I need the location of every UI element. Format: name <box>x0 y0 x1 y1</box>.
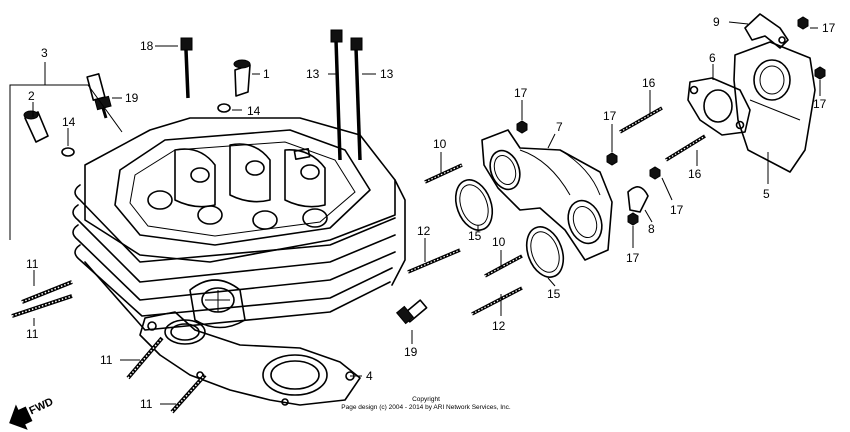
label-11-d: 11 <box>140 397 153 411</box>
gasket-15-a <box>454 179 494 231</box>
label-10-upper: 10 <box>433 137 447 151</box>
stud-10-b <box>484 254 523 278</box>
oring-14-b <box>217 103 231 113</box>
label-5: 5 <box>763 187 770 201</box>
label-14-right: 14 <box>247 104 261 118</box>
stud-12-a <box>407 248 461 274</box>
copyright-line-1: Copyright <box>412 396 440 403</box>
label-6: 6 <box>709 51 716 65</box>
stud-11-b <box>11 294 73 318</box>
label-14-left: 14 <box>62 115 76 129</box>
label-3: 3 <box>41 46 48 60</box>
cylinder-head <box>72 117 406 331</box>
label-17-e: 17 <box>822 21 836 35</box>
nut-17-e <box>797 16 809 30</box>
nut-17-a <box>516 120 528 134</box>
nut-17-b <box>606 152 618 166</box>
label-17-f: 17 <box>813 97 827 111</box>
bolt-13-b <box>350 37 363 161</box>
label-17-a: 17 <box>514 86 528 100</box>
nut-17-d <box>627 212 639 226</box>
label-19-upper: 19 <box>125 91 139 105</box>
stud-16-a <box>619 106 663 134</box>
nut-17-f <box>814 66 826 80</box>
label-18: 18 <box>140 39 154 53</box>
clamp-8 <box>627 186 649 213</box>
label-17-d: 17 <box>626 251 640 265</box>
label-11-a: 11 <box>26 257 39 271</box>
stud-16-b <box>665 134 706 162</box>
label-17-b: 17 <box>603 109 617 123</box>
stud-10-a <box>424 163 463 184</box>
stud-11-c <box>126 336 164 380</box>
spark-plug-19-lower <box>395 299 428 325</box>
stud-12-b <box>471 286 523 316</box>
label-15-lower: 15 <box>547 287 561 301</box>
label-9: 9 <box>713 15 720 29</box>
nut-17-c <box>649 166 661 180</box>
fwd-label: FWD <box>27 396 55 417</box>
label-12-upper: 12 <box>417 224 431 238</box>
label-2: 2 <box>28 89 35 103</box>
copyright-line-2: Page design (c) 2004 - 2014 by ARI Netwo… <box>341 404 511 411</box>
label-17-c: 17 <box>670 203 684 217</box>
bracket-9 <box>744 13 789 49</box>
bolt-13-a <box>330 29 343 161</box>
leader-lines <box>9 21 821 405</box>
stud-11-a <box>21 280 73 304</box>
fwd-arrow: FWD <box>9 396 55 430</box>
fitting-2 <box>23 110 49 143</box>
oring-14-a <box>61 147 75 157</box>
fitting-1 <box>233 59 251 97</box>
label-10-lower: 10 <box>492 235 506 249</box>
label-8: 8 <box>648 222 655 236</box>
insulator-5 <box>733 41 816 173</box>
label-13-left: 13 <box>306 67 320 81</box>
head-gasket <box>139 311 361 406</box>
label-4: 4 <box>366 369 373 383</box>
label-13-right: 13 <box>380 67 394 81</box>
label-12-lower: 12 <box>492 319 506 333</box>
label-7: 7 <box>556 120 563 134</box>
label-15-upper: 15 <box>468 229 482 243</box>
intake-manifold-7 <box>481 129 613 261</box>
gasket-15-b <box>525 226 565 278</box>
stud-11-d <box>170 373 207 414</box>
label-1: 1 <box>263 67 270 81</box>
label-11-c: 11 <box>100 353 113 367</box>
label-16-upper: 16 <box>642 76 656 90</box>
label-19-lower: 19 <box>404 345 418 359</box>
bolt-18 <box>180 37 193 99</box>
label-11-b: 11 <box>26 327 39 341</box>
label-16-lower: 16 <box>688 167 702 181</box>
